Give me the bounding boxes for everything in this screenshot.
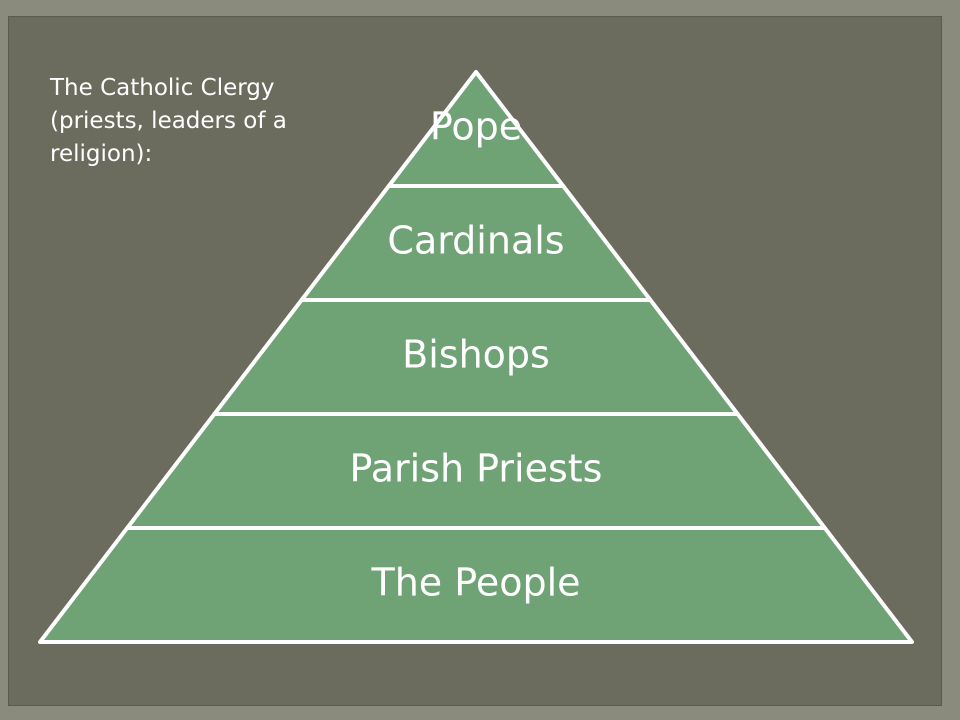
pyramid-tier-label: Bishops [402, 333, 550, 377]
pyramid-tier-label: The People [371, 561, 581, 605]
pyramid-tier-5 [38, 526, 914, 644]
pyramid-tier-label: Pope [430, 105, 522, 149]
pyramid-tier-label: Cardinals [387, 219, 564, 263]
caption-text: The Catholic Clergy (priests, leaders of… [50, 75, 287, 167]
pyramid-tier-label: Parish Priests [350, 447, 603, 491]
